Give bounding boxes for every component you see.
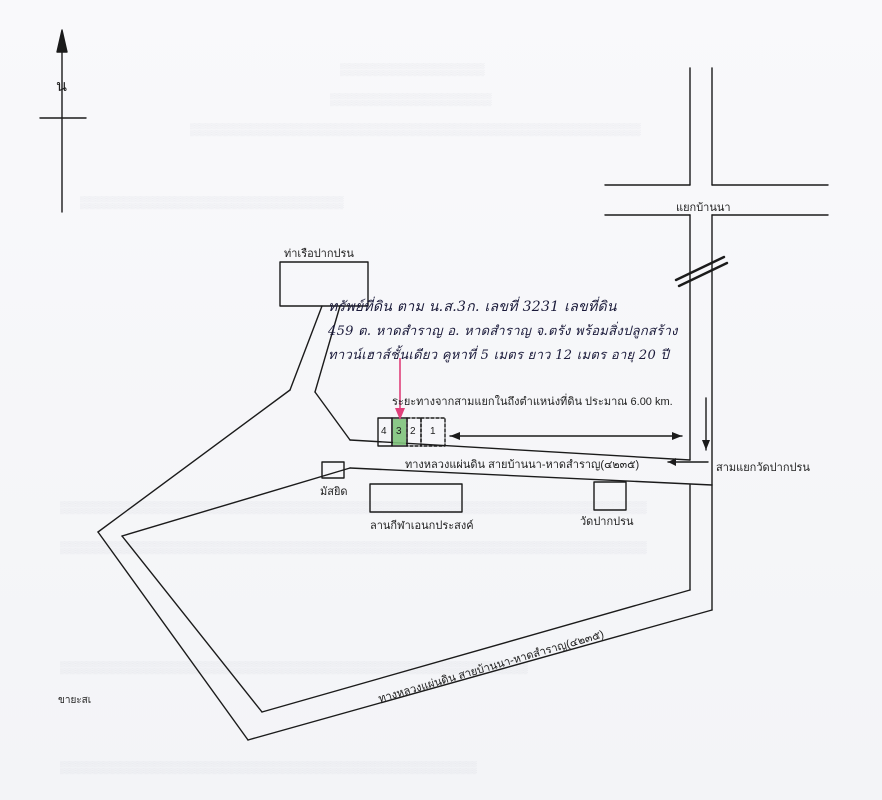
distance-arrow-down-icon: [702, 440, 710, 450]
ghost-text: ▒▒▒▒▒▒▒▒▒▒▒▒▒▒▒▒▒▒▒: [330, 92, 492, 106]
temple-building: [593, 481, 627, 511]
north-letter: น: [56, 78, 67, 95]
ghost-text: ▒▒▒▒▒▒▒▒▒▒▒▒▒▒▒▒▒▒▒▒▒▒▒▒▒▒▒▒▒▒▒▒▒▒▒▒▒▒▒▒…: [60, 760, 477, 774]
plot-label-2: 2: [410, 426, 416, 437]
ghost-text: ▒▒▒▒▒▒▒▒▒▒▒▒▒▒▒▒▒▒▒▒▒▒▒▒▒▒▒▒▒▒▒▒▒▒▒▒▒▒▒▒…: [60, 660, 528, 674]
road-marker-bar: [674, 255, 729, 288]
handwritten-line-3: ทาวน์เฮาส์ชั้นเดียว คูหาที่ 5 เมตร ยาว 1…: [328, 348, 670, 363]
location-pointer-arrow-icon: [395, 358, 405, 420]
road-to-pier-left: [289, 305, 323, 391]
mosque-label: มัสยิด: [320, 486, 348, 498]
plot-label-4: 4: [381, 426, 387, 437]
ghost-text: ▒▒▒▒▒▒▒▒▒▒▒▒▒▒▒▒▒▒▒▒▒▒▒▒▒▒▒▒▒▒▒▒▒▒▒▒▒▒▒▒…: [60, 540, 647, 554]
highway-west-outer: [97, 389, 291, 533]
highway-west-inner: [121, 467, 351, 537]
highway-lower-outer-left: [97, 531, 249, 741]
highway-upper-bottom-edge: [349, 467, 713, 486]
road-to-pier-right: [314, 305, 341, 393]
handwritten-line-1: ทรัพย์ที่ดิน ตาม น.ส.3ก. เลขที่ 3231 เลข…: [328, 299, 617, 315]
junction-wat-pak-pron-label: สามแยกวัดปากปรน: [716, 462, 810, 474]
ferry-pier-label: ท่าเรือปากปรน: [284, 248, 354, 260]
junction-arrow-icon: [668, 458, 676, 466]
ghost-text: ▒▒▒▒▒▒▒▒▒▒▒▒▒▒▒▒▒▒▒▒▒▒▒▒▒▒▒▒▒▒▒▒▒▒▒▒▒▒▒▒…: [190, 122, 641, 136]
highway-lower-inner-left: [121, 535, 263, 713]
scale-label: ขายะสเ: [58, 695, 92, 706]
highway-lower-inner-bottom: [261, 589, 691, 713]
distance-arrow-right-icon: [672, 432, 682, 440]
north-arrow-icon: [39, 29, 87, 213]
distance-arrow-left-icon: [450, 432, 460, 440]
distance-note: ระยะทางจากสามแยกในถึงตำแหน่งที่ดิน ประมา…: [392, 396, 673, 408]
plot-label-3: 3: [396, 426, 402, 437]
plot-label-1: 1: [430, 426, 436, 437]
ghost-text: ▒▒▒▒▒▒▒▒▒▒▒▒▒▒▒▒▒▒▒▒▒▒▒▒▒▒▒▒▒▒▒: [80, 195, 344, 209]
highlighted-plot: [393, 419, 406, 445]
highway-upper-label: ทางหลวงแผ่นดิน สายบ้านนา-หาดสำราญ(๔๒๓๕): [405, 459, 640, 471]
mosque-building: [321, 461, 345, 479]
handwritten-line-2: 459 ต. หาดสำราญ อ. หาดสำราญ จ.ตรัง พร้อม…: [328, 324, 678, 339]
sports-ground-label: ลานกีฬาเอนกประสงค์: [370, 520, 474, 532]
highway-upper-bend: [314, 391, 351, 441]
ferry-pier-building: [279, 261, 369, 307]
highway-lower-outer-bottom: [247, 609, 713, 741]
sports-ground-area: [369, 483, 463, 513]
junction-ban-na-label: แยกบ้านนา: [676, 202, 731, 214]
temple-label: วัดปากปรน: [580, 516, 634, 528]
ghost-text: ▒▒▒▒▒▒▒▒▒▒▒▒▒▒▒▒▒: [340, 62, 485, 76]
junction-ban-na: [604, 67, 829, 486]
